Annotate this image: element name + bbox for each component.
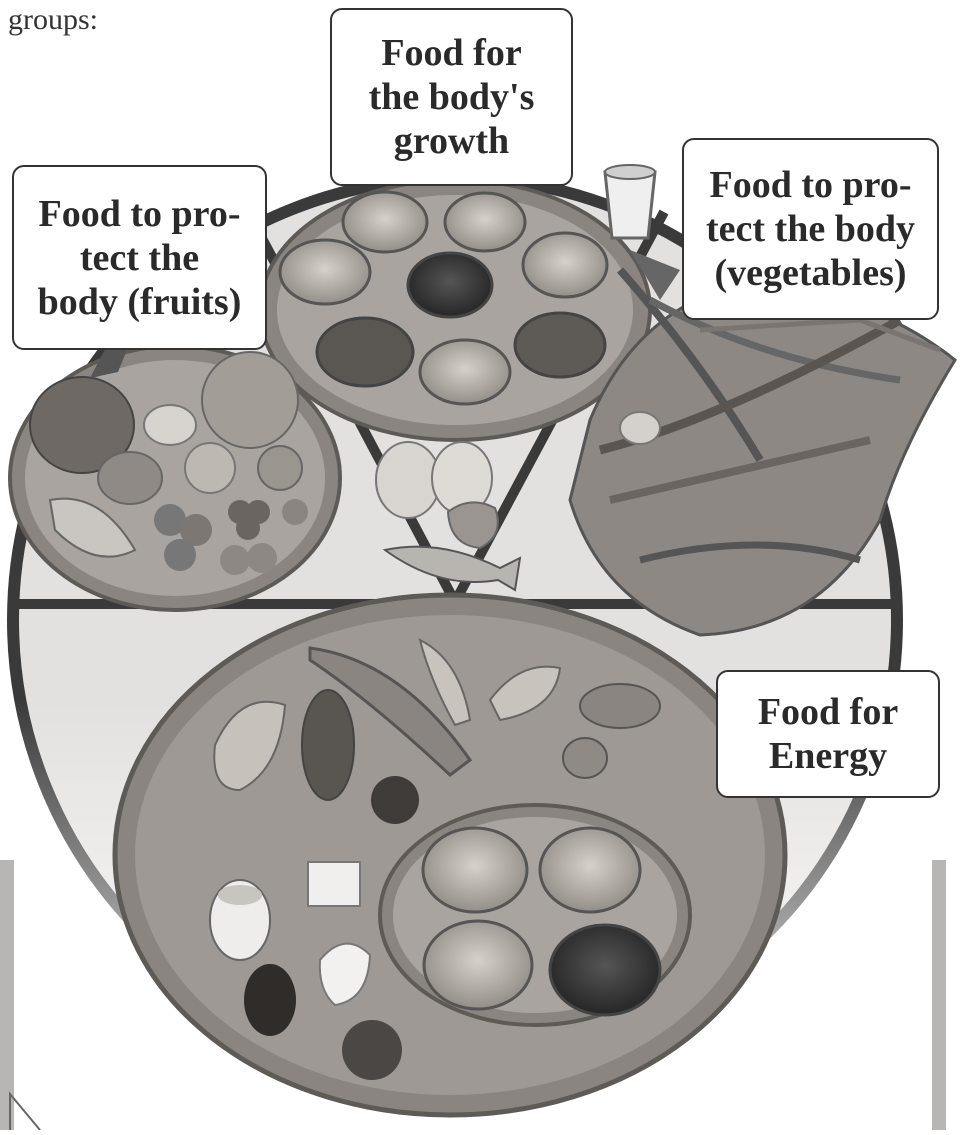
label-protective-vegetables: Food to pro- tect the body (vegetables) [682,138,939,320]
label-energy-food: Food for Energy [716,670,940,798]
label-energy-text: Food for Energy [758,690,898,778]
label-protective-fruits: Food to pro- tect the body (fruits) [12,165,267,350]
label-growth-food: Food for the body's growth [330,8,573,186]
intro-text: groups: [8,0,98,40]
label-growth-text: Food for the body's growth [369,31,535,163]
energy-basket [115,595,785,1115]
label-fruits-text: Food to pro- tect the body (fruits) [38,192,242,324]
milk-glass [605,165,655,238]
side-bar-left [0,860,14,1130]
label-vegetables-text: Food to pro- tect the body (vegetables) [706,163,915,295]
growth-basket [260,180,650,440]
side-bar-right [932,860,946,1130]
